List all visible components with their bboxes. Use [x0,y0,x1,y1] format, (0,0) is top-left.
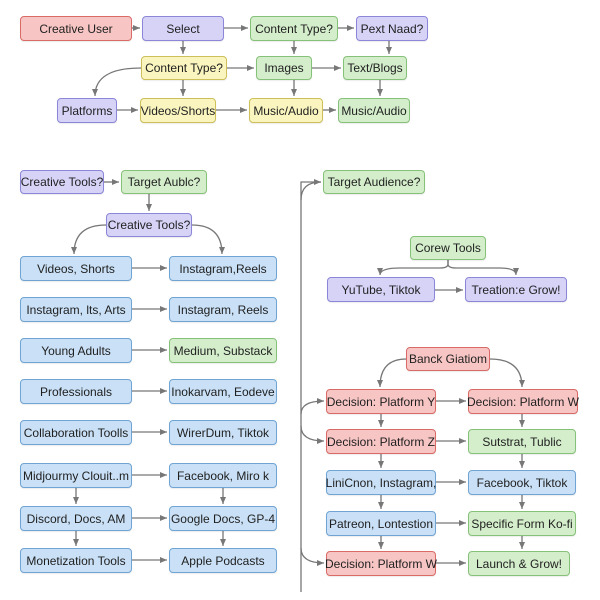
node-videos-shorts-yellow: Videos/Shorts [140,98,216,123]
node-decision-platform-w-2: Decision: Platform W [325,551,437,576]
node-instagram-reels-1: Instagram,Reels [169,256,277,281]
node-content-type-top: Content Type? [250,16,338,41]
node-professionals: Professionals [20,379,132,404]
node-discord-docs: Discord, Docs, AM [20,506,132,531]
arrow-corew-to-treation [447,260,519,276]
node-youtube-tiktok: YuTube, Tiktok [327,277,435,302]
node-monetization-tools: Monetization Tools [20,548,132,573]
node-pext-naad: Pext Naad? [356,16,428,41]
node-patreon-lontestion: Patreon, Lontestion [326,511,436,536]
node-text-blogs: Text/Blogs [343,56,407,80]
node-platforms: Platforms [57,98,117,123]
node-treation-grow: Treation:e Grow! [465,277,567,302]
node-content-type-yellow: Content Type? [141,56,227,80]
node-medium-substack: Medium, Substack [169,338,277,363]
node-google-docs: Google Docs, GP-4 [169,506,277,531]
node-decision-platform-w-1: Decision: Platform W [467,389,579,414]
node-corew-tools: Corew Tools [410,236,486,260]
node-launch-grow: Launch & Grow! [468,551,570,576]
arrow-spine-to-target-audience [300,179,322,200]
node-music-audio-yellow: Music/Audio [249,98,323,123]
node-facebook-miro: Facebook, Miro k [169,463,277,488]
node-decision-platform-z: Decision: Platform Z [326,429,436,454]
node-target-audience: Target Audience? [323,170,425,194]
node-young-adults: Young Adults [20,338,132,363]
arrow-spine-to-decision-z [300,425,325,444]
node-linicnon-instagram: LiniCnon, Instagram, [326,470,436,495]
node-specific-form-kofi: Specific Form Ko-fi [468,511,576,536]
node-target-aublc: Target Aublc? [121,170,207,194]
arrow-content-type-to-platforms [92,67,142,97]
node-creative-tools-header: Creative Tools? [20,170,104,194]
node-instagram-reels-2: Instagram, Reels [169,297,277,322]
node-creative-tools: Creative Tools? [106,213,192,237]
node-decision-platform-y: Decision: Platform Y [326,389,436,414]
arrow-corew-to-youtube [377,260,449,276]
line-target-audience-spine [300,181,322,592]
arrow-spine-to-decision-y [300,398,325,415]
node-midjourney: Midjourmy Clouit..m [20,463,132,488]
node-instagram-lts-arts: Instagram, lts, Arts [20,297,132,322]
node-creative-user: Creative User [20,16,132,41]
arrow-banck-to-decision-y [377,358,407,388]
arrow-creative-tools-to-videos-shorts [71,224,107,255]
node-inokarvam-eodeve: Inokarvam, Eodeve [169,379,277,404]
node-music-audio-green: Music/Audio [338,98,410,123]
arrow-spine-to-decision-w2 [300,547,325,566]
node-wirerdum-tiktok: WirerDum, Tiktok [169,420,277,445]
node-images: Images [256,56,312,80]
node-videos-shorts: Videos, Shorts [20,256,132,281]
node-collaboration-tools: Collaboration Toolls [20,420,132,445]
node-banck-giatiom: Banck Giatiom [406,347,490,371]
node-select: Select [142,16,224,41]
node-facebook-tiktok: Facebook, Tiktok [468,470,576,495]
arrow-banck-to-decision-w [489,358,525,388]
node-sutstrat-tublic: Sutstrat, Tublic [468,429,576,454]
arrow-creative-tools-to-instagram-reels [191,224,225,255]
node-apple-podcasts: Apple Podcasts [169,548,277,573]
